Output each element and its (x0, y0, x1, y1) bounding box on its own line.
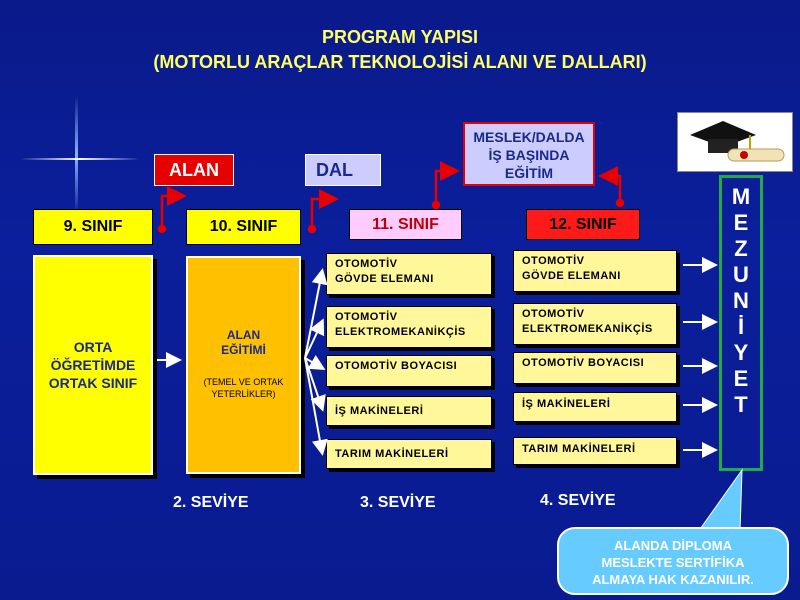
level-3-label: 3. SEVİYE (360, 494, 436, 511)
mezun-letter: T (734, 392, 748, 417)
branch-12-boyaci: OTOMOTİV BOYACISI (513, 352, 677, 384)
meslek-box: MESLEK/DALDA İŞ BAŞINDA EĞİTİM (463, 122, 595, 186)
alan-egitimi-box: ALAN EĞİTİMİ (TEMEL VE ORTAK YETERLİKLER… (186, 256, 301, 474)
mezun-letter: E (733, 210, 749, 235)
mezun-letter: İ (737, 314, 745, 339)
grade-9-header: 9. SINIF (33, 209, 153, 245)
mezun-letter: M (731, 184, 751, 209)
title-line-2: (MOTORLU ARAÇLAR TEKNOLOJİSİ ALANI VE DA… (153, 52, 647, 72)
mezun-letter: U (733, 262, 749, 287)
mezun-letter: Z (734, 236, 748, 261)
diploma-callout: ALANDA DİPLOMA MESLEKTE SERTİFİKA ALMAYA… (557, 527, 789, 595)
graduation-image (677, 112, 793, 172)
mezun-letter: N (733, 288, 749, 313)
branch-12-is-makineleri: İŞ MAKİNELERİ (513, 392, 677, 422)
level-4-label: 4. SEVİYE (540, 492, 616, 509)
alan-label: ALAN (154, 154, 234, 186)
sparkle-decoration (75, 95, 78, 215)
branch-11-tarim: TARIM MAKİNELERİ (326, 439, 492, 469)
mezun-letter: Y (733, 340, 749, 365)
dal-label: DAL (305, 154, 381, 186)
branch-11-boyaci: OTOMOTİV BOYACISI (326, 355, 492, 387)
orta-ogretim-box: ORTA ÖĞRETİMDE ORTAK SINIF (33, 255, 153, 475)
page-title: PROGRAM YAPISI (MOTORLU ARAÇLAR TEKNOLOJ… (0, 27, 800, 73)
title-line-1: PROGRAM YAPISI (321, 27, 479, 47)
mezuniyet-box: M E Z U N İ Y E T (719, 175, 763, 471)
level-2-label: 2. SEVİYE (173, 494, 249, 511)
grade-12-header: 12. SINIF (526, 209, 640, 240)
branch-11-is-makineleri: İŞ MAKİNELERİ (326, 396, 492, 426)
grade-10-header: 10. SINIF (186, 209, 301, 245)
mezun-letter: E (733, 366, 749, 391)
grade-11-header: 11. SINIF (349, 209, 462, 240)
branch-12-tarim: TARIM MAKİNELERİ (513, 437, 677, 465)
sparkle-decoration-h (20, 158, 140, 160)
